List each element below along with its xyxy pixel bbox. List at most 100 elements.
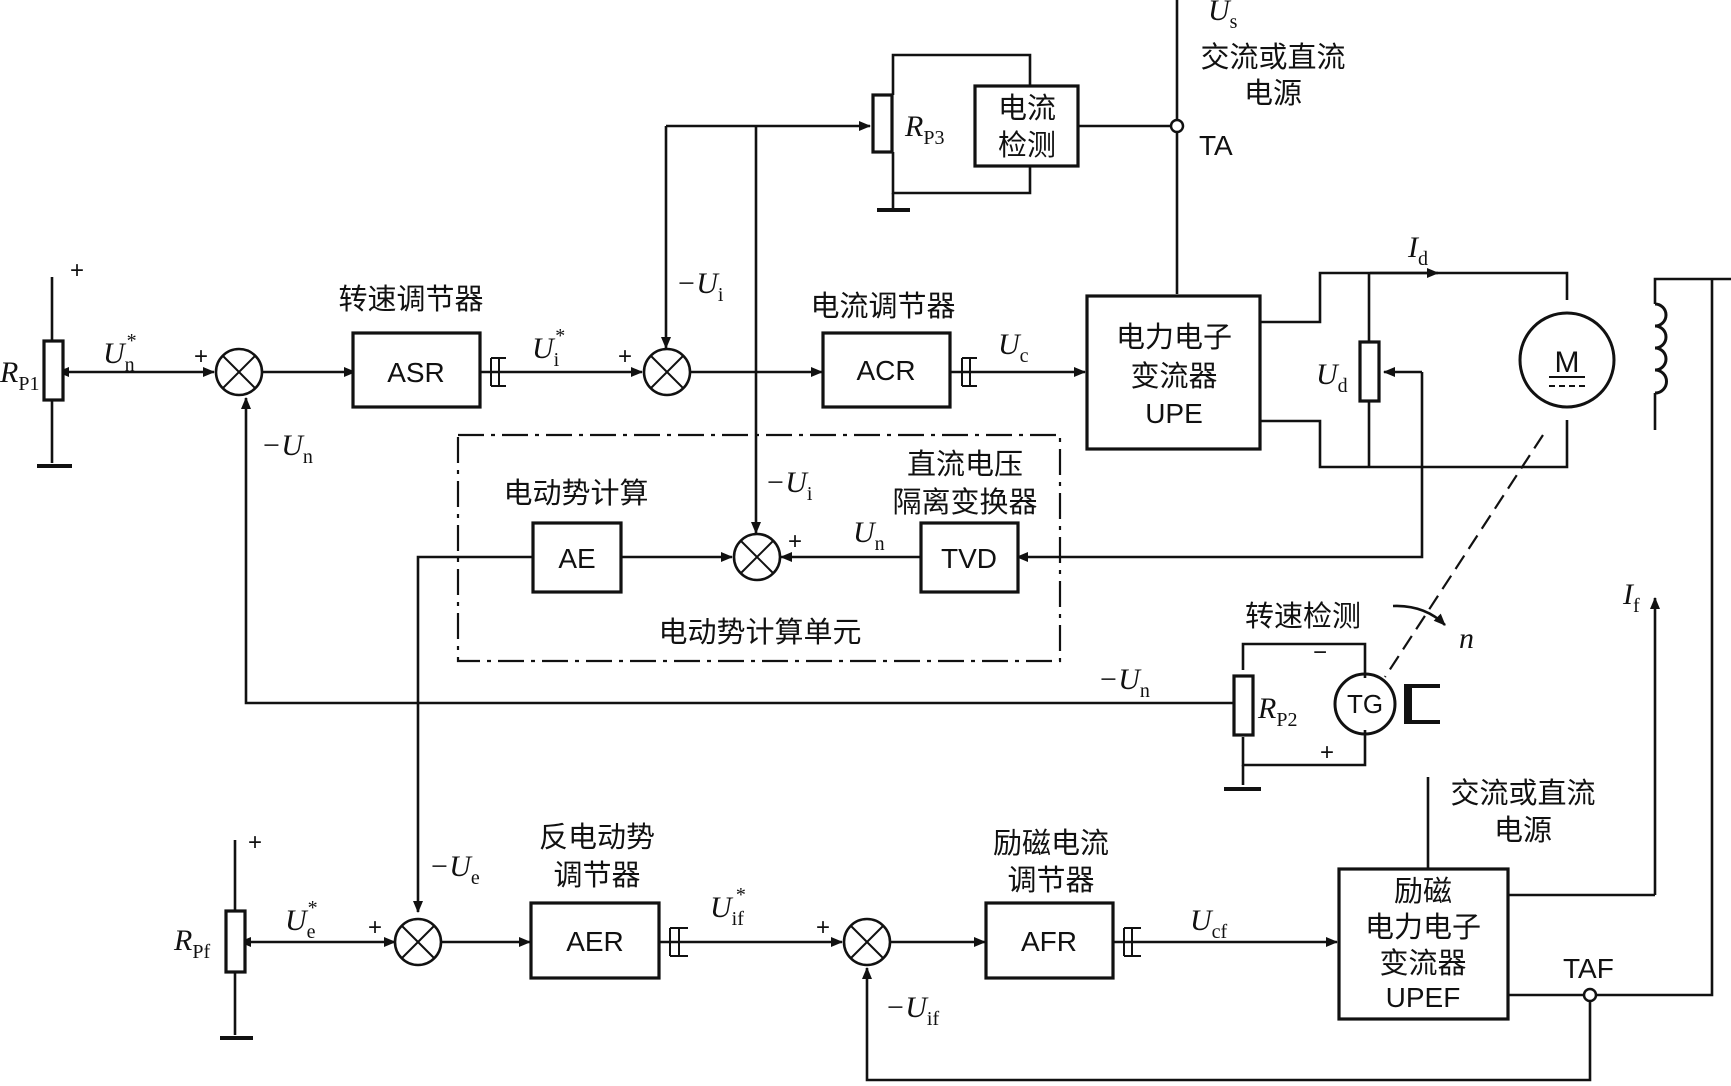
rp1-resistor (42, 339, 65, 402)
upef-line-1: 励磁 (1394, 874, 1452, 908)
tg-plus-sign: + (1320, 739, 1334, 766)
aer-label: AER (566, 926, 624, 957)
acr-label: ACR (856, 355, 915, 386)
speed-n-label: n (1459, 622, 1474, 655)
signal-ui-ref: Ui* (532, 325, 565, 371)
asr-title: 转速调节器 (338, 282, 483, 316)
afr-label: AFR (1021, 926, 1077, 957)
motor-label: M (1555, 346, 1580, 379)
sum-junction-current (642, 347, 692, 397)
aer-block (529, 901, 661, 980)
limiter-asr (490, 357, 506, 387)
tvd-title-line-2: 隔离变换器 (892, 485, 1037, 519)
sum-emf-plus-sign: + (788, 528, 802, 555)
ae-title: 电动势计算 (503, 476, 648, 510)
field-winding (1654, 302, 1668, 395)
tg-minus-sign: − (1313, 639, 1327, 666)
rotation-arrow (1392, 604, 1446, 626)
rpf-resistor (224, 909, 247, 974)
labels: 转速调节器 电流调节器 电动势计算 直流电压 隔离变换器 电动势计算单元 转速检… (70, 40, 1614, 984)
supply-bottom-line-2: 电源 (1494, 813, 1552, 847)
upef-line-4: UPEF (1386, 982, 1461, 1013)
ae-block (531, 521, 623, 594)
sum-speed-plus-sign: + (194, 343, 208, 370)
ta-label: TA (1199, 130, 1233, 161)
taf-label: TAF (1563, 953, 1614, 984)
afr-title-line-2: 调节器 (1007, 863, 1094, 897)
supply-top-line-1: 交流或直流 (1200, 40, 1345, 74)
signal-un: Un (853, 516, 885, 555)
upe-line-1: 电力电子 (1116, 320, 1232, 354)
signal-neg-ue: −Ue (429, 850, 480, 889)
aer-title-line-1: 反电动势 (539, 820, 655, 854)
speed-detect-label: 转速检测 (1245, 599, 1361, 633)
upe-line-2: 变流器 (1130, 359, 1217, 393)
rp2-label: RP2 (1257, 692, 1297, 731)
rp3-label: RP3 (904, 110, 944, 149)
acr-title: 电流调节器 (810, 289, 955, 323)
tachogenerator: TG (1333, 672, 1440, 736)
wires (37, 0, 1731, 1082)
sum-current-plus-sign: + (618, 343, 632, 370)
rpf-label: RPf (173, 924, 210, 963)
limiters (490, 357, 1141, 957)
signal-ud: Ud (1316, 358, 1348, 397)
tvd-title-line-1: 直流电压 (907, 447, 1023, 481)
rpf-plus-sign: + (248, 829, 262, 856)
limiter-aer (669, 927, 688, 957)
signal-neg-un-2: −Un (1098, 663, 1150, 702)
ud-resistor (1358, 340, 1381, 403)
signal-if: If (1622, 578, 1640, 617)
motor: M (1518, 311, 1616, 409)
current-detect-line-2: 检测 (998, 128, 1056, 162)
signal-symbols: Us Un* Ui* Uc −Ui −Ui −Un −Un Un Id Ud I… (0, 0, 1640, 1030)
upef-block (1337, 867, 1510, 1021)
signal-neg-ui-2: −Ui (765, 466, 813, 505)
rp2-resistor (1232, 674, 1255, 737)
signal-neg-uif: −Uif (885, 991, 939, 1030)
resistors (42, 93, 1381, 974)
sum-junction-speed (214, 347, 264, 397)
ta-terminal (1169, 118, 1185, 134)
summing-junctions (214, 347, 892, 967)
signal-un-ref: Un* (103, 330, 137, 376)
signal-uif-ref: Uif* (710, 884, 746, 930)
upe-block (1085, 294, 1262, 451)
tg-label: TG (1347, 689, 1383, 719)
ae-label: AE (558, 543, 595, 574)
tvd-block (919, 521, 1020, 594)
signal-uc: Uc (998, 328, 1029, 367)
sum-junction-field (842, 917, 892, 967)
signal-ucf: Ucf (1190, 904, 1228, 943)
signal-neg-un-1: −Un (261, 429, 313, 468)
taf-terminal (1582, 987, 1598, 1003)
sum-emf-ctrl-plus-sign: + (368, 914, 382, 941)
tvd-label: TVD (941, 543, 997, 574)
sum-field-plus-sign: + (816, 914, 830, 941)
emf-unit-boundary (456, 433, 1062, 663)
signal-ue-ref: Ue* (285, 897, 318, 943)
aer-title-line-2: 调节器 (553, 858, 640, 892)
supply-top-line-2: 电源 (1244, 76, 1302, 110)
upef-line-2: 电力电子 (1365, 910, 1481, 944)
afr-block (984, 901, 1115, 980)
supply-bottom-line-1: 交流或直流 (1450, 776, 1595, 810)
signal-neg-ui-1: −Ui (676, 267, 724, 306)
signal-us: Us (1208, 0, 1238, 33)
asr-label: ASR (387, 357, 445, 388)
current-detect-block (973, 84, 1080, 168)
limiter-afr (1123, 927, 1141, 957)
asr-block (351, 331, 482, 409)
sum-junction-emf-ctrl (393, 917, 443, 967)
current-detect-line-1: 电流 (998, 91, 1056, 125)
rp1-label: RP1 (0, 356, 39, 395)
acr-block (821, 331, 952, 409)
blocks: ASR ACR 电力电子 变流器 UPE 电流 检测 AE TVD AER AF… (351, 84, 1510, 1021)
sum-junction-emf (732, 532, 782, 582)
upe-line-3: UPE (1145, 398, 1203, 429)
upef-line-3: 变流器 (1379, 946, 1466, 980)
emf-unit-label: 电动势计算单元 (658, 615, 861, 649)
mechanical-coupling-line (1384, 434, 1544, 678)
signal-id: Id (1407, 231, 1428, 270)
